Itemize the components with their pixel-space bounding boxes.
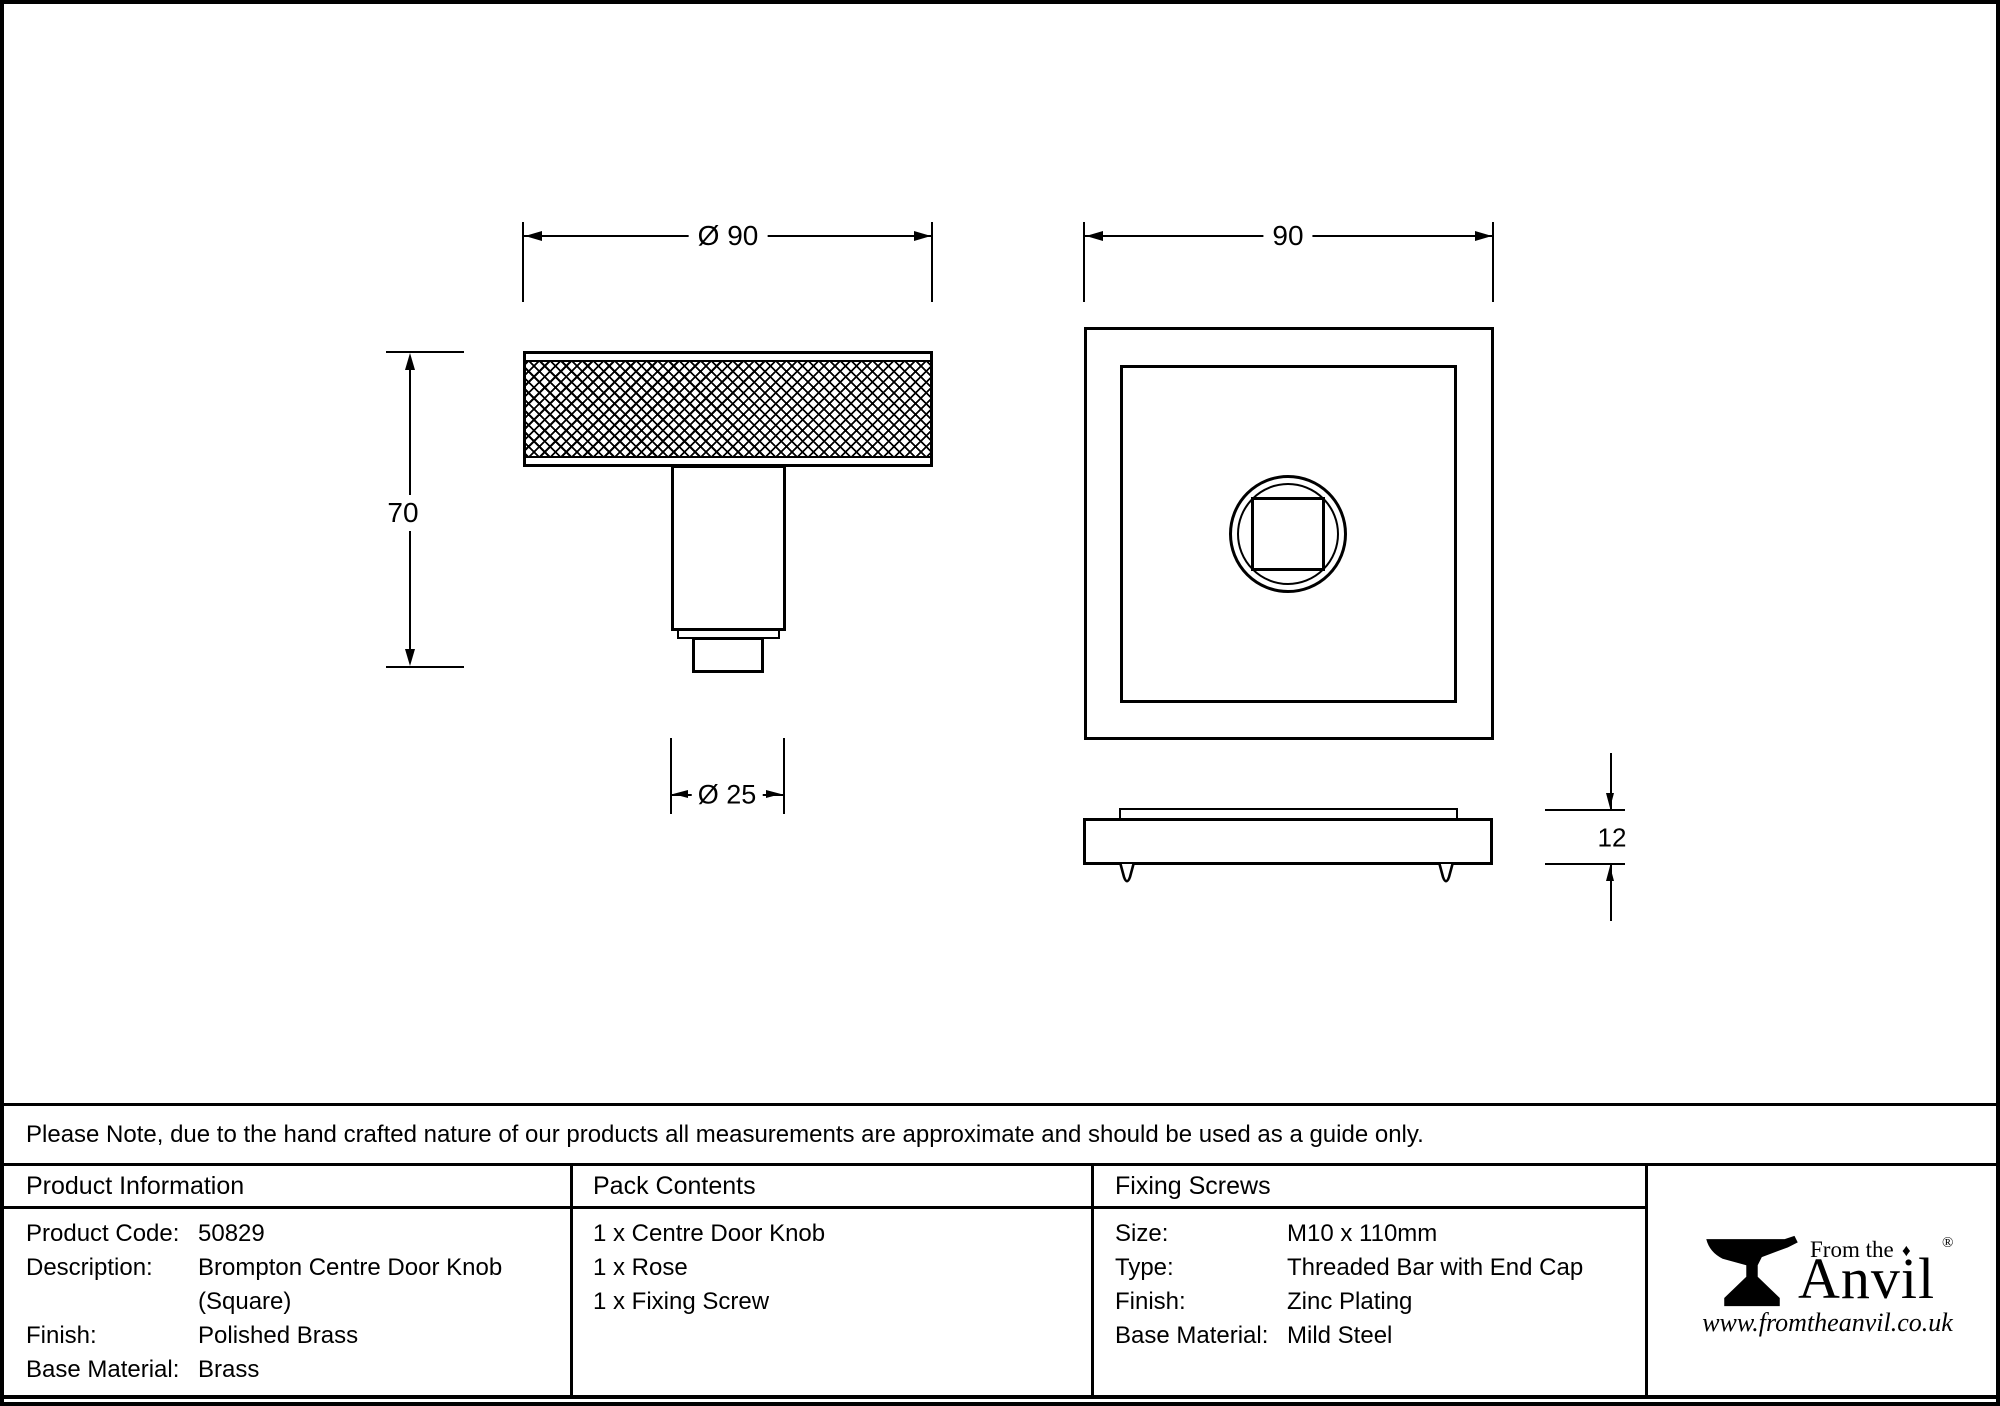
field-label: Finish: xyxy=(26,1322,97,1349)
note-text: Please Note, due to the hand crafted nat… xyxy=(26,1121,1424,1148)
field-value: M10 x 110mm xyxy=(1287,1220,1438,1247)
dim-extension-line xyxy=(1492,222,1494,302)
brand-tagline: From the xyxy=(1810,1237,1894,1262)
spindle-square-hole xyxy=(1251,497,1325,571)
list-item: 1 x Rose xyxy=(593,1254,688,1281)
table-row: Finish: Zinc Plating xyxy=(1115,1285,1635,1319)
table-row: Base Material: Mild Steel xyxy=(1115,1319,1635,1353)
dim-label-rose-width: 90 xyxy=(1263,218,1313,254)
table-row: Product Code: 50829 xyxy=(26,1217,546,1251)
table-border xyxy=(570,1163,573,1399)
dim-extension-line xyxy=(670,738,672,814)
diamond-icon: ♦ xyxy=(1902,1241,1911,1260)
field-label: Base Material: xyxy=(26,1356,180,1383)
knob-head xyxy=(523,351,933,467)
dim-extension-line xyxy=(522,222,524,302)
fixing-screws-header: Fixing Screws xyxy=(1115,1172,1271,1200)
field-value: Zinc Plating xyxy=(1287,1288,1413,1315)
dim-extension-line xyxy=(386,351,464,353)
dim-extension-line xyxy=(1545,863,1625,865)
product-information-header: Product Information xyxy=(26,1172,245,1200)
anvil-icon xyxy=(1706,1235,1798,1307)
table-border xyxy=(1091,1163,1094,1399)
pack-contents-header: Pack Contents xyxy=(593,1172,756,1200)
field-label: Size: xyxy=(1115,1220,1169,1247)
table-row: Finish: Polished Brass xyxy=(26,1319,546,1353)
field-label: Finish: xyxy=(1115,1288,1186,1315)
knob-end-cap xyxy=(692,637,764,673)
table-border xyxy=(4,1206,1648,1209)
dim-extension-line xyxy=(783,738,785,814)
table-border xyxy=(1645,1163,1648,1399)
field-value: Brass xyxy=(198,1356,260,1383)
table-border xyxy=(4,1103,1996,1106)
field-label: Base Material: xyxy=(1115,1322,1269,1349)
dim-label-head-diameter: Ø 90 xyxy=(688,218,768,254)
rose-profile-body xyxy=(1083,818,1493,865)
table-row: Size: M10 x 110mm xyxy=(1115,1217,1635,1251)
table-row: (Square) xyxy=(26,1285,546,1319)
knurl-pattern xyxy=(526,360,930,458)
dim-arrow-up-icon xyxy=(1606,866,1614,881)
field-label: Description: xyxy=(26,1254,153,1281)
table-row: Description: Brompton Centre Door Knob xyxy=(26,1251,546,1285)
dim-arrow-right-icon xyxy=(766,790,781,798)
dim-arrow-left-icon xyxy=(673,790,688,798)
field-value: (Square) xyxy=(198,1288,292,1315)
field-value: 50829 xyxy=(198,1220,265,1247)
registered-trademark-icon: ® xyxy=(1942,1235,1954,1251)
dim-arrow-right-icon xyxy=(1475,231,1492,241)
brand-website: www.fromtheanvil.co.uk xyxy=(1702,1308,1953,1337)
fixing-prong-icon xyxy=(1119,863,1135,883)
dim-label-stem-diameter: Ø 25 xyxy=(691,778,763,812)
list-item: 1 x Centre Door Knob xyxy=(593,1220,826,1247)
dim-extension-line xyxy=(1083,222,1085,302)
brand-name: Anvil xyxy=(1798,1246,1936,1311)
dim-extension-line xyxy=(386,666,464,668)
dim-label-height: 70 xyxy=(378,495,428,531)
dim-label-rose-thickness: 12 xyxy=(1597,822,1627,853)
field-value: Polished Brass xyxy=(198,1322,359,1349)
list-item: 1 x Fixing Screw xyxy=(593,1288,770,1315)
dim-arrow-left-icon xyxy=(1086,231,1103,241)
table-row: Base Material: Brass xyxy=(26,1353,546,1387)
fixing-prong-icon xyxy=(1438,863,1454,883)
dim-arrow-right-icon xyxy=(914,231,931,241)
knob-stem xyxy=(671,465,786,631)
table-border xyxy=(4,1163,1996,1166)
dim-line xyxy=(1610,753,1612,809)
table-row: Type: Threaded Bar with End Cap xyxy=(1115,1251,1635,1285)
dim-extension-line xyxy=(931,222,933,302)
table-border xyxy=(4,1395,1996,1399)
field-value: Brompton Centre Door Knob xyxy=(198,1254,503,1281)
dim-extension-line xyxy=(1545,809,1625,811)
field-value: Mild Steel xyxy=(1287,1322,1393,1349)
dim-arrow-down-icon xyxy=(405,649,415,666)
field-value: Threaded Bar with End Cap xyxy=(1287,1254,1584,1281)
dim-arrow-up-icon xyxy=(405,353,415,370)
field-label: Product Code: xyxy=(26,1220,180,1247)
dim-line xyxy=(1610,865,1612,921)
field-label: Type: xyxy=(1115,1254,1174,1281)
dim-arrow-down-icon xyxy=(1606,793,1614,808)
dim-arrow-left-icon xyxy=(525,231,542,241)
